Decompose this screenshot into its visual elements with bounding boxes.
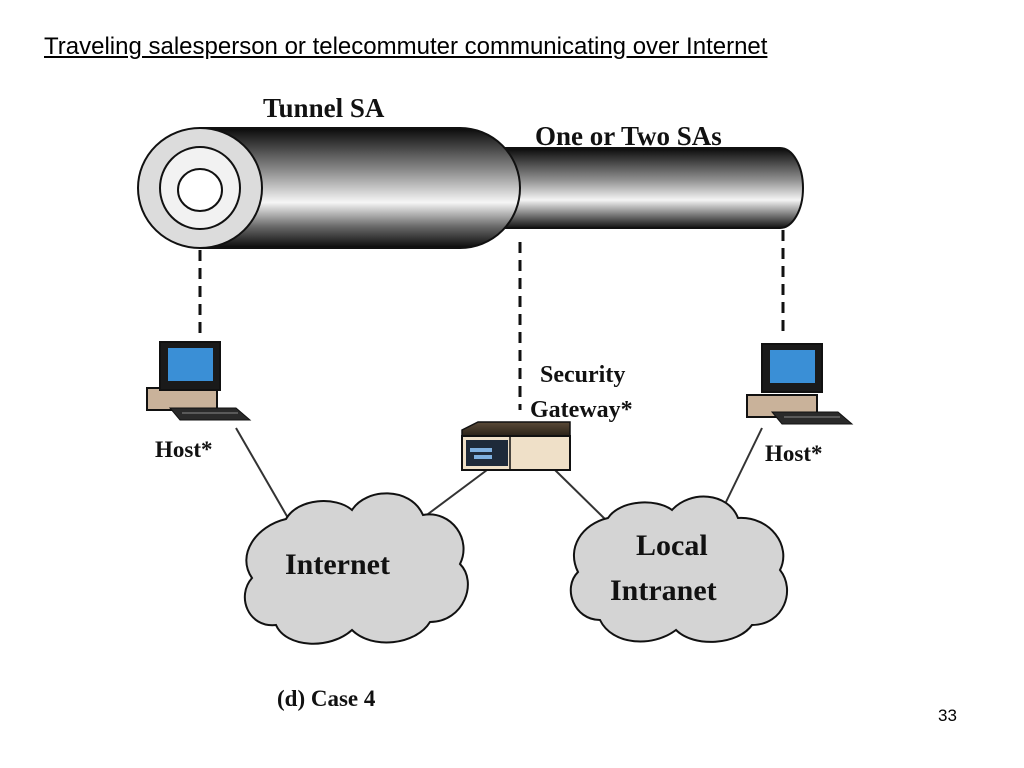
gateway-label-line2: Gateway* (530, 397, 633, 423)
host-left-computer-icon (146, 341, 252, 421)
host-right-label: Host* (765, 441, 823, 466)
page-number: 33 (938, 706, 957, 725)
intranet-cloud-icon (569, 495, 789, 643)
host-right-computer-icon (746, 343, 854, 425)
intranet-label-line2: Intranet (610, 574, 717, 607)
screen (168, 348, 213, 381)
internet-label: Internet (285, 548, 390, 581)
dashed-connectors (198, 230, 785, 410)
internet-cloud-icon (243, 492, 469, 645)
outer-tunnel (137, 127, 521, 249)
tunnel-sa-label: Tunnel SA (263, 93, 385, 123)
inner-tunnel (439, 147, 804, 229)
screen (770, 350, 815, 383)
diagram-caption: (d) Case 4 (277, 686, 376, 711)
network-links (235, 427, 763, 523)
inner-sa-label: One or Two SAs (535, 121, 722, 151)
gateway-label-line1: Security (540, 362, 625, 388)
slide-title: Traveling salesperson or telecommuter co… (44, 33, 768, 60)
intranet-label-line1: Local (636, 529, 708, 562)
security-gateway-icon (461, 421, 571, 471)
host-left-label: Host* (155, 437, 213, 462)
